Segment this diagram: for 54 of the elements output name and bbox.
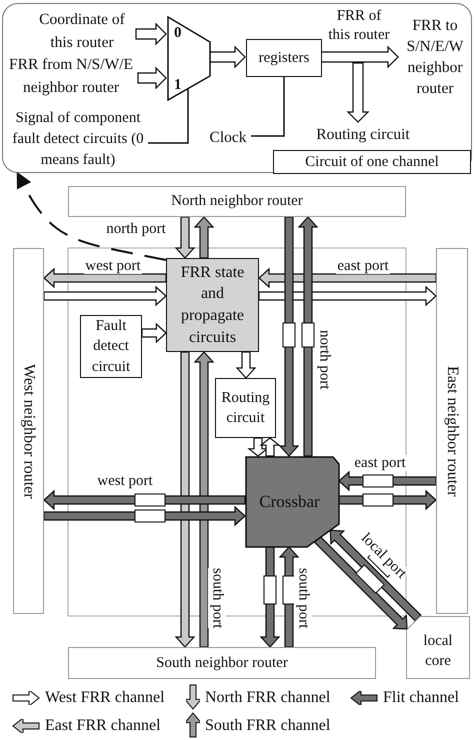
signal-line xyxy=(251,76,285,137)
crossbar-block xyxy=(245,456,340,548)
router-box: North neighbor router xyxy=(68,186,406,217)
channel-arrow xyxy=(259,437,281,457)
router-label: West neighbor router xyxy=(19,364,38,498)
channel-arrow xyxy=(43,286,167,306)
channel-arrow xyxy=(346,62,370,123)
legend-label: Flit channel xyxy=(383,690,459,706)
port-label: east port xyxy=(353,454,407,472)
channel-arrow xyxy=(141,322,167,344)
channel-arrow xyxy=(194,216,214,259)
input-label: Coordinate of this router xyxy=(27,7,137,55)
circuit-panel xyxy=(2,3,472,173)
legend-label: West FRR channel xyxy=(45,690,165,706)
core-box xyxy=(406,616,470,679)
core-label: local core xyxy=(422,632,454,670)
router-label: East neighbor router xyxy=(442,366,462,496)
channel-arrow xyxy=(174,351,196,648)
crossbar-label: Crossbar xyxy=(259,490,320,513)
channel-arrow xyxy=(320,46,399,68)
process-box: Routing circuit xyxy=(215,378,276,438)
port-label: south port xyxy=(294,568,312,628)
channel-arrow xyxy=(209,46,246,68)
multiplexer-symbol xyxy=(167,16,211,101)
router-box xyxy=(13,248,44,614)
signal-line xyxy=(148,88,189,144)
port-label: south port xyxy=(208,568,226,628)
process-box: FRR state and propagate circuits xyxy=(166,258,259,352)
channel-arrow xyxy=(137,66,167,90)
register-box: registers xyxy=(246,39,322,77)
output-label: Routing circuit xyxy=(307,123,419,145)
router-box: South neighbor router xyxy=(68,647,376,679)
panel-title-box: Circuit of one channel xyxy=(273,150,471,174)
channel-arrow xyxy=(174,216,196,259)
mux-input-index: 1 xyxy=(174,78,182,93)
input-label: FRR from N/S/W/E neighbor router xyxy=(3,53,139,99)
router-box xyxy=(436,248,468,614)
legend-label: East FRR channel xyxy=(45,718,161,734)
clock-label: Clock xyxy=(204,126,252,148)
channel-arrow xyxy=(314,536,408,630)
output-label: FRR to S/N/E/W neighbor router xyxy=(399,15,471,99)
channel-arrow xyxy=(194,351,214,648)
signal-label: Signal of component fault detect circuits (0 means fault) xyxy=(7,105,149,173)
process-box: Fault detect circuit xyxy=(80,315,142,378)
legend-label: North FRR channel xyxy=(205,690,330,706)
channel-arrow xyxy=(236,351,256,379)
channel-arrow xyxy=(43,268,167,288)
port-label: north port xyxy=(314,330,334,390)
mux-input-index: 0 xyxy=(174,26,182,41)
port-label: FRR of this router xyxy=(327,7,391,45)
legend-label: South FRR channel xyxy=(205,718,330,734)
dashed-arrow xyxy=(16,172,166,261)
port-label: north port xyxy=(105,220,167,238)
channel-arrow xyxy=(135,22,167,46)
